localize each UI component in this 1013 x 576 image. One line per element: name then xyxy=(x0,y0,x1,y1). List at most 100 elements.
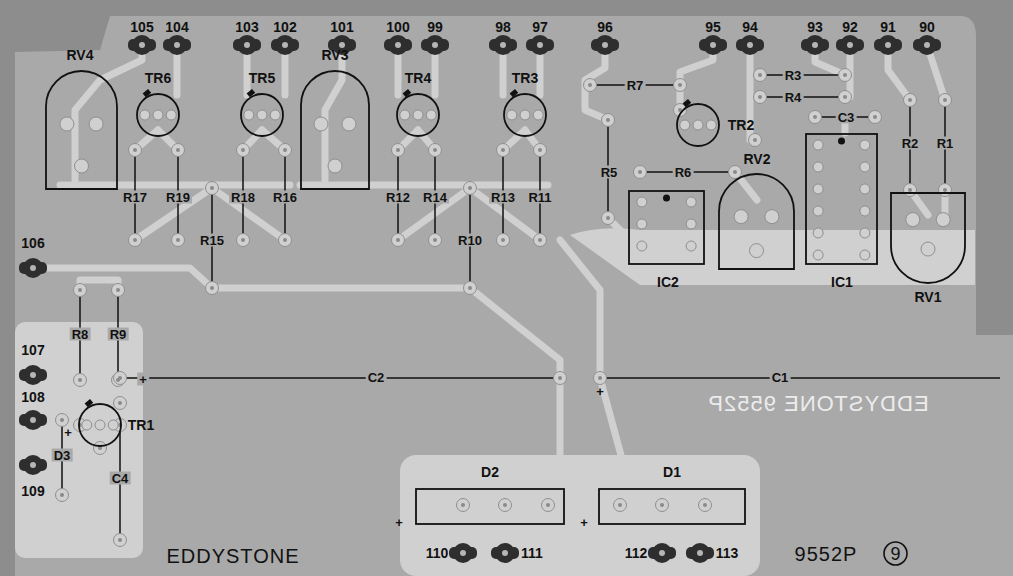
component-label: R5 xyxy=(599,166,620,179)
terminal-pad xyxy=(836,35,864,55)
solder-pad xyxy=(534,234,547,247)
solder-pad xyxy=(634,166,647,179)
terminal-pad xyxy=(801,35,829,55)
drill-hole xyxy=(30,372,36,378)
terminal-number: 98 xyxy=(495,20,511,34)
drill-hole xyxy=(758,95,762,99)
solder-pad xyxy=(602,212,615,225)
component-shape xyxy=(415,488,565,525)
potentiometer-outline: RV4 xyxy=(45,70,118,190)
copper-trace xyxy=(325,45,342,180)
drill-hole xyxy=(502,550,508,556)
terminal-pad xyxy=(19,410,47,430)
terminal-ring xyxy=(493,35,513,55)
solder-pad xyxy=(533,110,543,120)
ic-pad xyxy=(637,219,647,229)
transistor-tab xyxy=(683,99,692,107)
drill-hole xyxy=(395,42,401,48)
drill-hole xyxy=(30,462,36,468)
terminal-ring xyxy=(652,543,672,563)
terminal-pads xyxy=(19,35,941,563)
solder-pad xyxy=(497,234,510,247)
component-label: TR3 xyxy=(512,71,538,85)
terminal-ring xyxy=(495,543,515,563)
drill-hole xyxy=(503,503,507,507)
solder-pad xyxy=(656,499,669,512)
component-label: + xyxy=(137,373,149,386)
terminal-number: 106 xyxy=(21,236,44,250)
drill-hole xyxy=(433,148,437,152)
drill-hole xyxy=(461,503,465,507)
component-shape xyxy=(890,192,966,284)
drill-hole xyxy=(943,98,947,102)
component-shape xyxy=(805,133,878,265)
drill-hole xyxy=(78,378,82,382)
solder-pad xyxy=(114,534,127,547)
solder-pad xyxy=(699,499,712,512)
terminal-ring xyxy=(23,365,43,385)
copper-trace xyxy=(608,218,668,250)
terminal-ring xyxy=(840,35,860,55)
solder-pad xyxy=(82,420,92,430)
solder-pad xyxy=(74,374,87,387)
terminal-number: 105 xyxy=(130,20,153,34)
drill-hole xyxy=(710,42,716,48)
solder-pad xyxy=(74,284,87,297)
potentiometer-outline xyxy=(301,71,369,189)
solder-pad xyxy=(153,110,163,120)
solder-pad xyxy=(464,282,477,295)
transistor-tab xyxy=(510,89,519,97)
component-line xyxy=(600,377,1000,379)
terminal-ring xyxy=(275,35,295,55)
solder-pad xyxy=(328,159,342,173)
solder-pad xyxy=(839,91,852,104)
ic-pad xyxy=(813,184,823,194)
drill-hole xyxy=(60,493,64,497)
ic-pad xyxy=(860,184,870,194)
component-outline xyxy=(599,489,745,524)
drill-hole xyxy=(843,95,847,99)
sheet-number-circle: 9 xyxy=(883,541,908,566)
terminal-pad xyxy=(384,35,412,55)
component-label: C4 xyxy=(110,472,131,485)
drill-hole xyxy=(133,148,137,152)
drill-hole xyxy=(747,42,753,48)
terminal-number: 96 xyxy=(597,20,613,34)
solder-pad xyxy=(904,184,917,197)
component-shape xyxy=(503,93,547,137)
copper-trace xyxy=(135,188,285,240)
drill-hole xyxy=(558,376,562,380)
ic-pad xyxy=(813,140,823,150)
solder-pad xyxy=(257,110,267,120)
component-label: C2 xyxy=(366,371,387,384)
transistor-outline: TR6 xyxy=(136,93,180,137)
component-label: R13 xyxy=(489,191,517,204)
drill-hole xyxy=(537,42,543,48)
terminal-pad xyxy=(686,543,714,563)
solder-pad xyxy=(754,91,767,104)
solder-pad xyxy=(244,110,254,120)
component-label: R8 xyxy=(70,328,91,341)
solder-pad xyxy=(314,117,328,131)
solder-pad xyxy=(936,213,950,227)
solder-pad xyxy=(614,499,627,512)
ic-pad xyxy=(813,228,823,238)
solder-pads xyxy=(56,69,952,547)
terminal-number: 97 xyxy=(532,20,548,34)
drill-hole xyxy=(538,238,542,242)
solder-pad xyxy=(520,110,530,120)
solder-pad xyxy=(237,234,250,247)
transistor-outline: TR1 xyxy=(78,403,122,447)
terminal-number: 93 xyxy=(807,20,823,34)
drill-hole xyxy=(501,238,505,242)
terminal-number: 103 xyxy=(235,20,258,34)
copper-trace xyxy=(300,182,548,189)
terminal-pad xyxy=(128,35,156,55)
component-label: TR4 xyxy=(405,71,431,85)
component-label: R11 xyxy=(526,191,553,204)
drill-hole xyxy=(241,238,245,242)
copper-trace xyxy=(75,45,142,180)
terminal-ring xyxy=(805,35,825,55)
solder-pad xyxy=(594,372,607,385)
